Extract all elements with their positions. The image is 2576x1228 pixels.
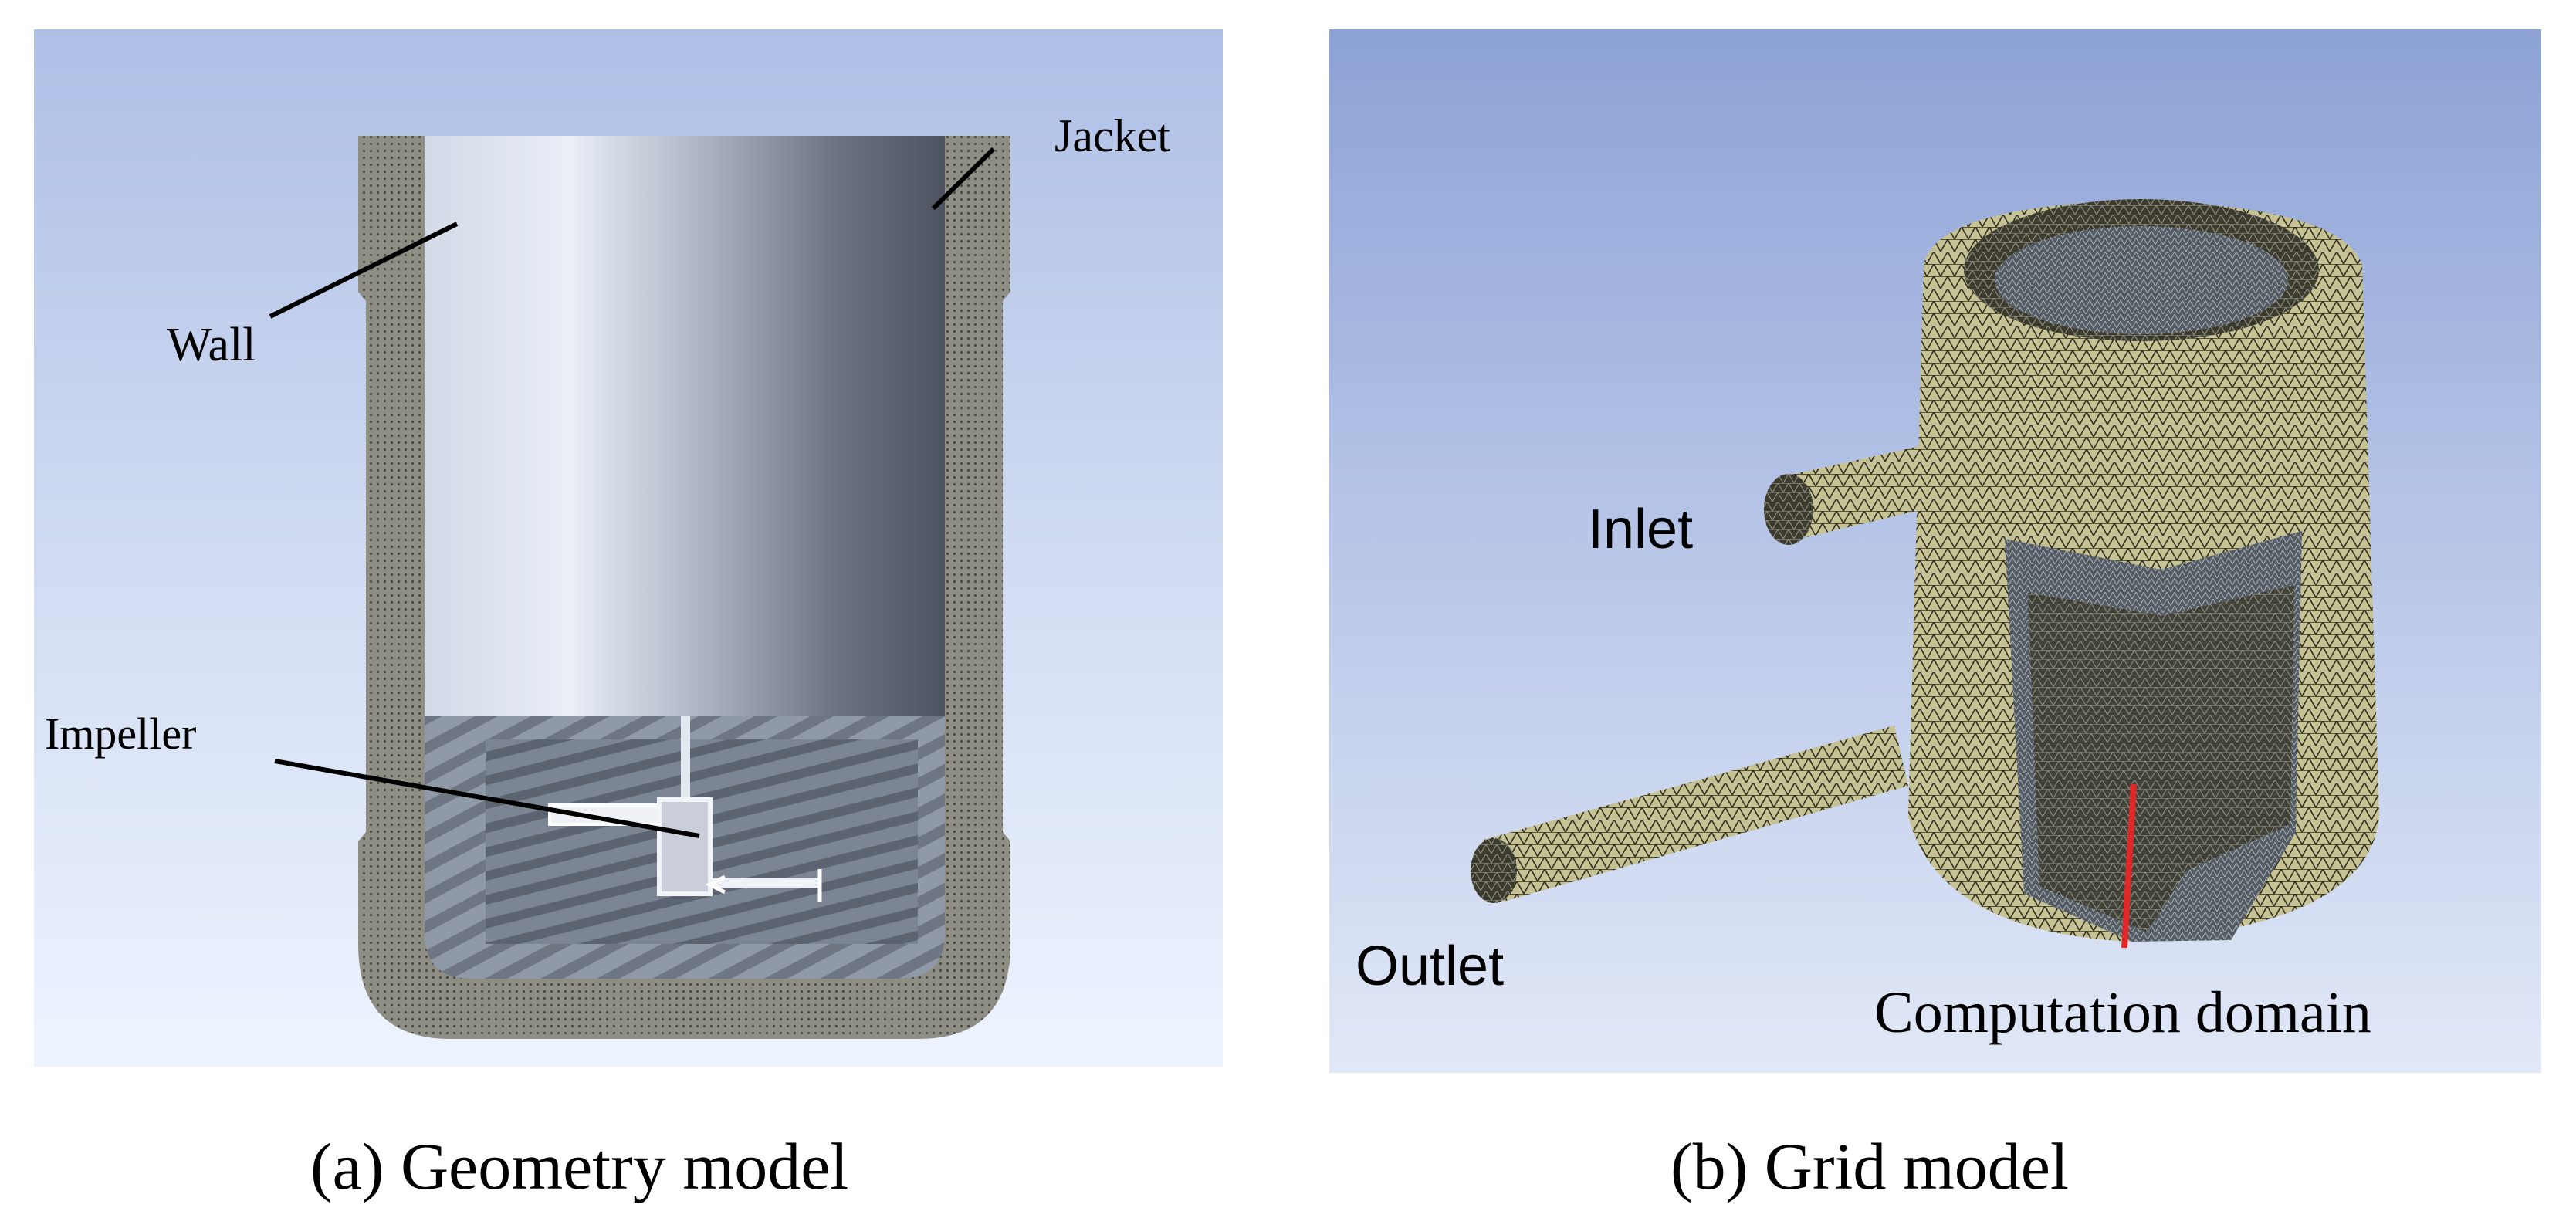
caption-b: (b) Grid model: [1671, 1129, 2069, 1203]
computation-domain: [2028, 585, 2294, 932]
computation-domain-pointer: [2121, 783, 2137, 949]
wall-label: Wall: [167, 319, 256, 371]
wall-cylinder: [425, 136, 945, 716]
jacket-leader-line: [931, 147, 996, 211]
impeller-blade-lower: [710, 878, 820, 888]
wall-leader-line: [269, 222, 459, 319]
jacket-label: Jacket: [1054, 110, 1170, 161]
impeller-hub: [657, 797, 713, 896]
impeller-leader-line: [274, 759, 700, 838]
outlet-label: Outlet: [1356, 935, 1505, 997]
geometry-model-drawing: [269, 136, 1010, 1039]
grid-model-panel: Inlet Outlet Computation domain: [1329, 29, 2541, 1073]
grid-model-drawing: [1471, 199, 2379, 949]
caption-a: (a) Geometry model: [310, 1129, 849, 1203]
geometry-model-panel: Jacket Wall Impeller: [34, 29, 1223, 1067]
inlet-label: Inlet: [1588, 499, 1694, 560]
coil-ring: [1939, 392, 2360, 492]
impeller-label: Impeller: [45, 709, 197, 759]
computation-domain-label: Computation domain: [1874, 980, 2371, 1045]
